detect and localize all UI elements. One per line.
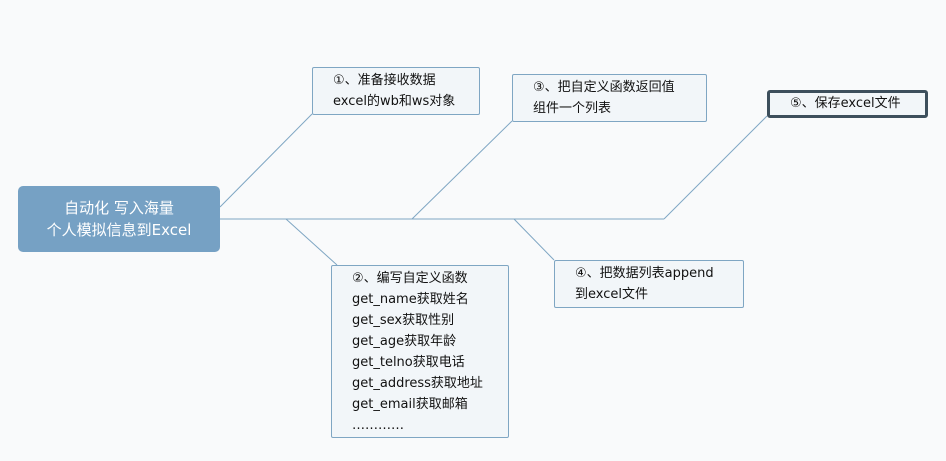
root-topic[interactable]: 自动化 写入海量 个人模拟信息到Excel xyxy=(18,186,220,252)
node-2-line-6: get_address获取地址 xyxy=(352,376,483,391)
topic-node-3-build-list[interactable]: ③、把自定义函数返回值 组件一个列表 xyxy=(512,74,707,122)
node-2-line-4: get_age获取年龄 xyxy=(352,334,457,349)
node-2-line-5: get_telno获取电话 xyxy=(352,355,465,370)
node-2-line-7: get_email获取邮箱 xyxy=(352,397,468,412)
node-5-line-1: ⑤、保存excel文件 xyxy=(790,96,901,111)
connector-to-node-4 xyxy=(513,218,555,261)
node-4-line-2: 到excel文件 xyxy=(575,287,648,302)
node-4-line-1: ④、把数据列表append xyxy=(575,266,714,281)
node-1-line-2: excel的wb和ws对象 xyxy=(333,94,456,109)
topic-node-4-append-data[interactable]: ④、把数据列表append 到excel文件 xyxy=(554,260,744,308)
connector-to-node-3 xyxy=(411,120,513,220)
root-topic-line-1: 自动化 写入海量 xyxy=(64,199,174,217)
connector-to-node-2 xyxy=(285,218,338,266)
root-topic-line-2: 个人模拟信息到Excel xyxy=(46,221,192,239)
topic-node-2-custom-functions[interactable]: ②、编写自定义函数 get_name获取姓名 get_sex获取性别 get_a… xyxy=(331,265,509,438)
node-2-line-8: ………… xyxy=(352,418,404,433)
node-2-line-1: ②、编写自定义函数 xyxy=(352,271,468,286)
node-3-line-1: ③、把自定义函数返回值 xyxy=(533,80,675,95)
connector-to-node-1 xyxy=(219,113,313,208)
connector-to-node-5 xyxy=(663,115,768,220)
node-2-line-2: get_name获取姓名 xyxy=(352,292,469,307)
node-1-line-1: ①、准备接收数据 xyxy=(333,73,436,88)
topic-node-1-prepare-workbook[interactable]: ①、准备接收数据 excel的wb和ws对象 xyxy=(312,67,480,115)
topic-node-5-save-file-selected[interactable]: ⑤、保存excel文件 xyxy=(767,90,928,118)
node-2-line-3: get_sex获取性别 xyxy=(352,313,455,328)
node-3-line-2: 组件一个列表 xyxy=(533,101,612,116)
